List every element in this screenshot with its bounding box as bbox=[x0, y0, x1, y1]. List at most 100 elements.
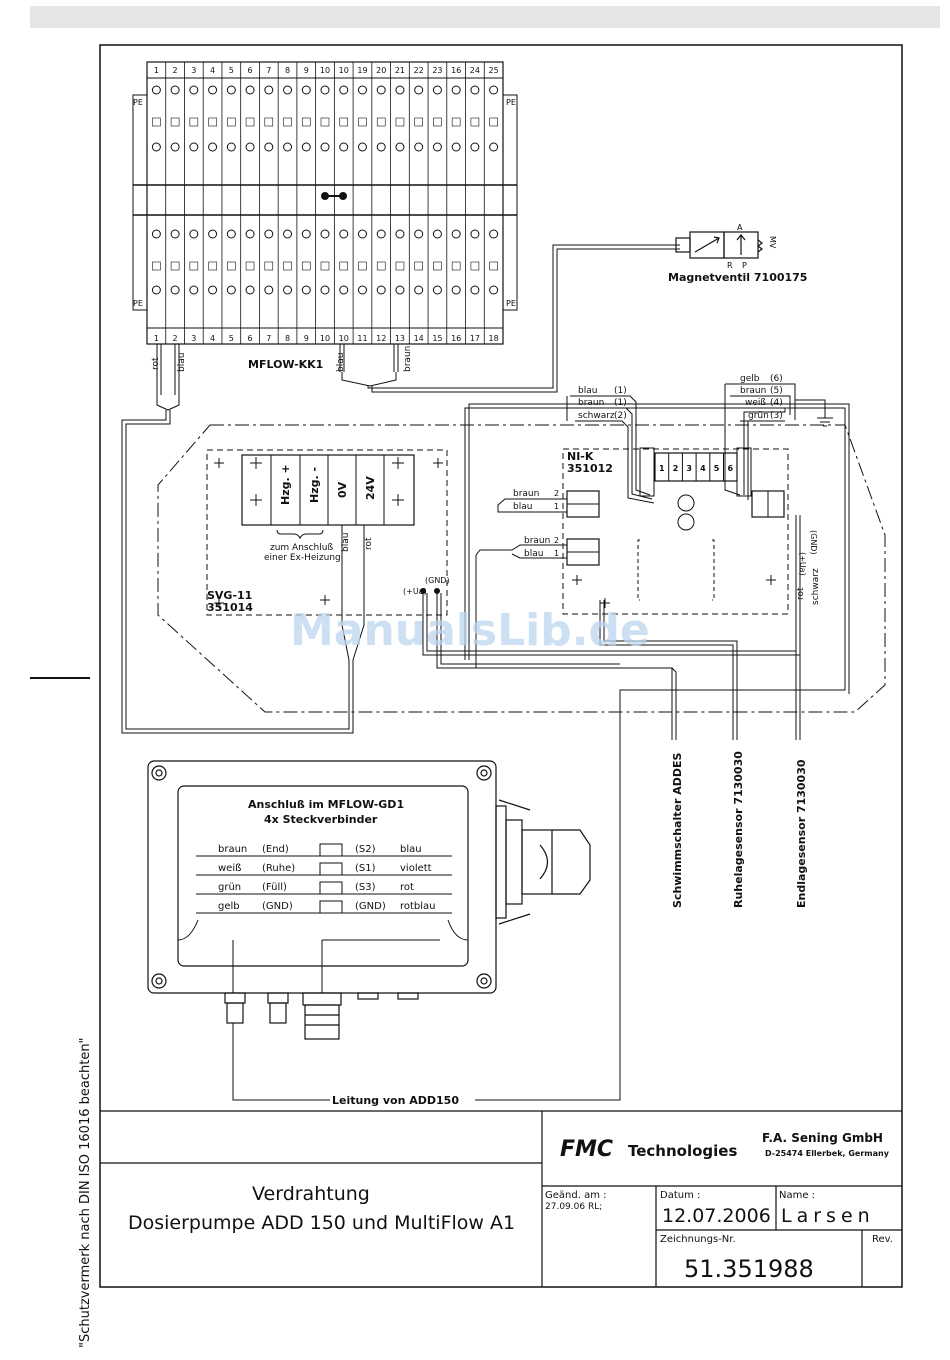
svg11-note-2: einer Ex-Heizung bbox=[264, 553, 341, 563]
gd1-right-signal: (S1) bbox=[355, 863, 376, 874]
nik-pin-6: 6 bbox=[728, 464, 734, 473]
terminal-number-top: 8 bbox=[285, 66, 290, 75]
terminal-screw bbox=[451, 142, 461, 152]
company-address: D-25474 Ellerbek, Germany bbox=[765, 1149, 890, 1158]
terminal-screw bbox=[357, 285, 367, 295]
gd1-right-color: rotblau bbox=[400, 901, 436, 912]
terminal-number-bottom: 1 bbox=[154, 334, 159, 343]
terminal-number-top: 21 bbox=[395, 66, 405, 75]
gd1-left-color: weiß bbox=[218, 863, 241, 874]
pe-label-top-right: PE bbox=[506, 98, 516, 107]
valve-label: Magnetventil 7100175 bbox=[668, 271, 807, 284]
terminal-screw bbox=[470, 142, 480, 152]
terminal-screw bbox=[226, 229, 236, 239]
wire-blau-left: blau bbox=[177, 353, 187, 372]
terminal-screw bbox=[339, 285, 349, 295]
terminal-screw bbox=[189, 142, 199, 152]
terminal-screw bbox=[151, 85, 161, 95]
svg11-note-1: zum Anschluß bbox=[270, 543, 333, 553]
terminal-screw bbox=[226, 285, 236, 295]
terminal-screw bbox=[208, 85, 218, 95]
terminal-screw bbox=[320, 85, 330, 95]
terminal-screw bbox=[264, 85, 274, 95]
svg11-wires bbox=[341, 525, 800, 669]
nik-x3-pin2: 2 bbox=[554, 536, 559, 545]
terminal-screw bbox=[264, 229, 274, 239]
terminal-screw bbox=[301, 285, 311, 295]
terminal-screw bbox=[489, 229, 499, 239]
nik-wire-weiss-pin: (4) bbox=[770, 398, 783, 408]
terminal-screw bbox=[376, 285, 386, 295]
gd1-left-color: gelb bbox=[218, 901, 240, 912]
terminal-screw bbox=[432, 85, 442, 95]
nik-x2-pin1: 1 bbox=[554, 502, 559, 511]
terminal-number-top: 23 bbox=[432, 66, 442, 75]
terminal-screw bbox=[357, 142, 367, 152]
name-label: Name : bbox=[779, 1190, 815, 1201]
housing-outline bbox=[157, 424, 886, 713]
terminal-number-bottom: 3 bbox=[191, 334, 196, 343]
svg11-terminal-hzg-minus: Hzg. - bbox=[308, 467, 321, 503]
gd1-cable-label: Leitung von ADD150 bbox=[332, 1094, 459, 1107]
nik-x3-braun: braun bbox=[524, 536, 550, 546]
gd1-right-signal: (S3) bbox=[355, 882, 376, 893]
terminal-screw bbox=[151, 285, 161, 295]
terminal-number-bottom: 7 bbox=[266, 334, 271, 343]
watermark: ManualsLib.de bbox=[290, 605, 650, 656]
nik-wire-braun: braun bbox=[578, 398, 604, 408]
valve-port-a: A bbox=[737, 223, 743, 232]
terminal-number-bottom: 16 bbox=[451, 334, 461, 343]
terminal-screw bbox=[283, 229, 293, 239]
terminal-screw bbox=[208, 285, 218, 295]
terminal-screw bbox=[208, 229, 218, 239]
terminal-screw bbox=[320, 229, 330, 239]
terminal-screw bbox=[151, 142, 161, 152]
rev-label: Rev. bbox=[872, 1234, 893, 1245]
terminal-screw bbox=[189, 285, 199, 295]
terminal-screw bbox=[414, 285, 424, 295]
drawing-title-1: Verdrahtung bbox=[252, 1183, 370, 1205]
nik-wire-braun2: braun bbox=[740, 386, 766, 396]
terminal-number-bottom: 18 bbox=[489, 334, 499, 343]
gd1-left-signal: (Füll) bbox=[262, 882, 287, 893]
terminal-screw bbox=[339, 85, 349, 95]
terminal-number-bottom: 4 bbox=[210, 334, 215, 343]
gd1-right-color: rot bbox=[400, 882, 414, 893]
changed-label: Geänd. am : bbox=[545, 1190, 607, 1201]
terminal-screw bbox=[339, 142, 349, 152]
nik-pin-4: 4 bbox=[700, 464, 706, 473]
nik-x2-braun: braun bbox=[513, 489, 539, 499]
terminal-number-top: 10 bbox=[339, 66, 349, 75]
nik-wire-braun-pin: (1) bbox=[614, 398, 627, 408]
nik-pin-1: 1 bbox=[659, 464, 665, 473]
terminal-screw bbox=[451, 229, 461, 239]
terminal-screw bbox=[245, 229, 255, 239]
terminal-screw bbox=[226, 142, 236, 152]
terminal-screw bbox=[170, 85, 180, 95]
terminal-number-bottom: 2 bbox=[173, 334, 178, 343]
terminal-number-bottom: 14 bbox=[414, 334, 424, 343]
terminal-screw bbox=[264, 285, 274, 295]
terminal-screw bbox=[320, 285, 330, 295]
nik-wire-braun2-pin: (5) bbox=[770, 386, 783, 396]
terminal-screw bbox=[301, 229, 311, 239]
sensor-ruhelage: Ruhelagesensor 7130030 bbox=[732, 751, 745, 908]
terminal-number-bottom: 9 bbox=[304, 334, 309, 343]
terminal-screw bbox=[376, 142, 386, 152]
terminal-screw bbox=[189, 85, 199, 95]
svg11-number: 351014 bbox=[207, 601, 253, 614]
sensor-endlage: Endlagesensor 7130030 bbox=[795, 759, 808, 908]
terminal-screw bbox=[301, 85, 311, 95]
gd1-left-signal: (Ruhe) bbox=[262, 863, 295, 874]
terminal-screw bbox=[451, 85, 461, 95]
terminal-number-bottom: 13 bbox=[395, 334, 405, 343]
svg11-board bbox=[206, 449, 448, 616]
terminal-block-name: MFLOW-KK1 bbox=[248, 358, 323, 371]
nik-name: NI-K bbox=[567, 450, 594, 463]
name-value: Larsen bbox=[781, 1205, 875, 1227]
svg11-signal-ua: (+Ua) bbox=[403, 587, 427, 596]
terminal-screw bbox=[376, 85, 386, 95]
drawing-title-2: Dosierpumpe ADD 150 und MultiFlow A1 bbox=[128, 1212, 515, 1234]
terminal-number-top: 25 bbox=[489, 66, 499, 75]
terminal-screw bbox=[395, 85, 405, 95]
